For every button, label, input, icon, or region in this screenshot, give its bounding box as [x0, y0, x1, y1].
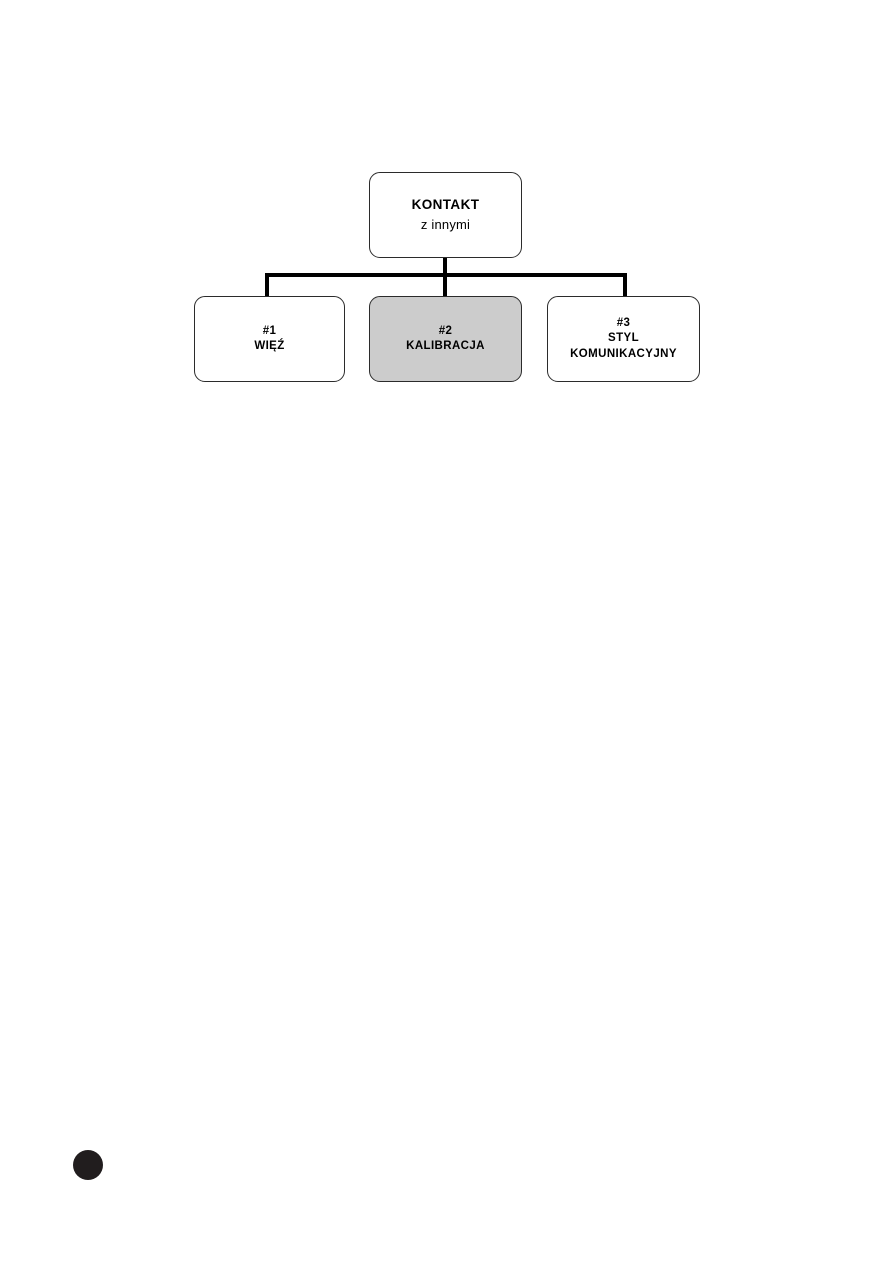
node-child-3-label-line-1: STYL: [608, 332, 639, 345]
connector-center-stem: [443, 257, 447, 297]
node-root-kontakt[interactable]: KONTAKT z innymi: [369, 172, 522, 258]
node-child-1-number: #1: [262, 324, 277, 337]
node-root-title: KONTAKT: [411, 197, 480, 212]
node-child-3-styl-komunikacyjny[interactable]: #3 STYL KOMUNIKACYJNY: [547, 296, 700, 382]
connector-horizontal-bar: [265, 273, 627, 277]
connector-drop-right: [623, 273, 627, 297]
node-child-1-label: WIĘŹ: [254, 340, 285, 352]
node-child-1-wiez[interactable]: #1 WIĘŹ: [194, 296, 345, 382]
node-child-2-label: KALIBRACJA: [406, 340, 485, 352]
hierarchy-diagram: KONTAKT z innymi #1 WIĘŹ #2 KALIBRACJA #…: [0, 0, 893, 420]
page-marker-dot: [73, 1150, 103, 1180]
connector-drop-left: [265, 273, 269, 297]
node-child-3-label-line-2: KOMUNIKACYJNY: [570, 347, 677, 360]
node-child-3-number: #3: [616, 316, 631, 329]
node-root-subtitle: z innymi: [420, 217, 471, 232]
node-child-2-kalibracja[interactable]: #2 KALIBRACJA: [369, 296, 522, 382]
node-child-2-number: #2: [438, 324, 453, 337]
